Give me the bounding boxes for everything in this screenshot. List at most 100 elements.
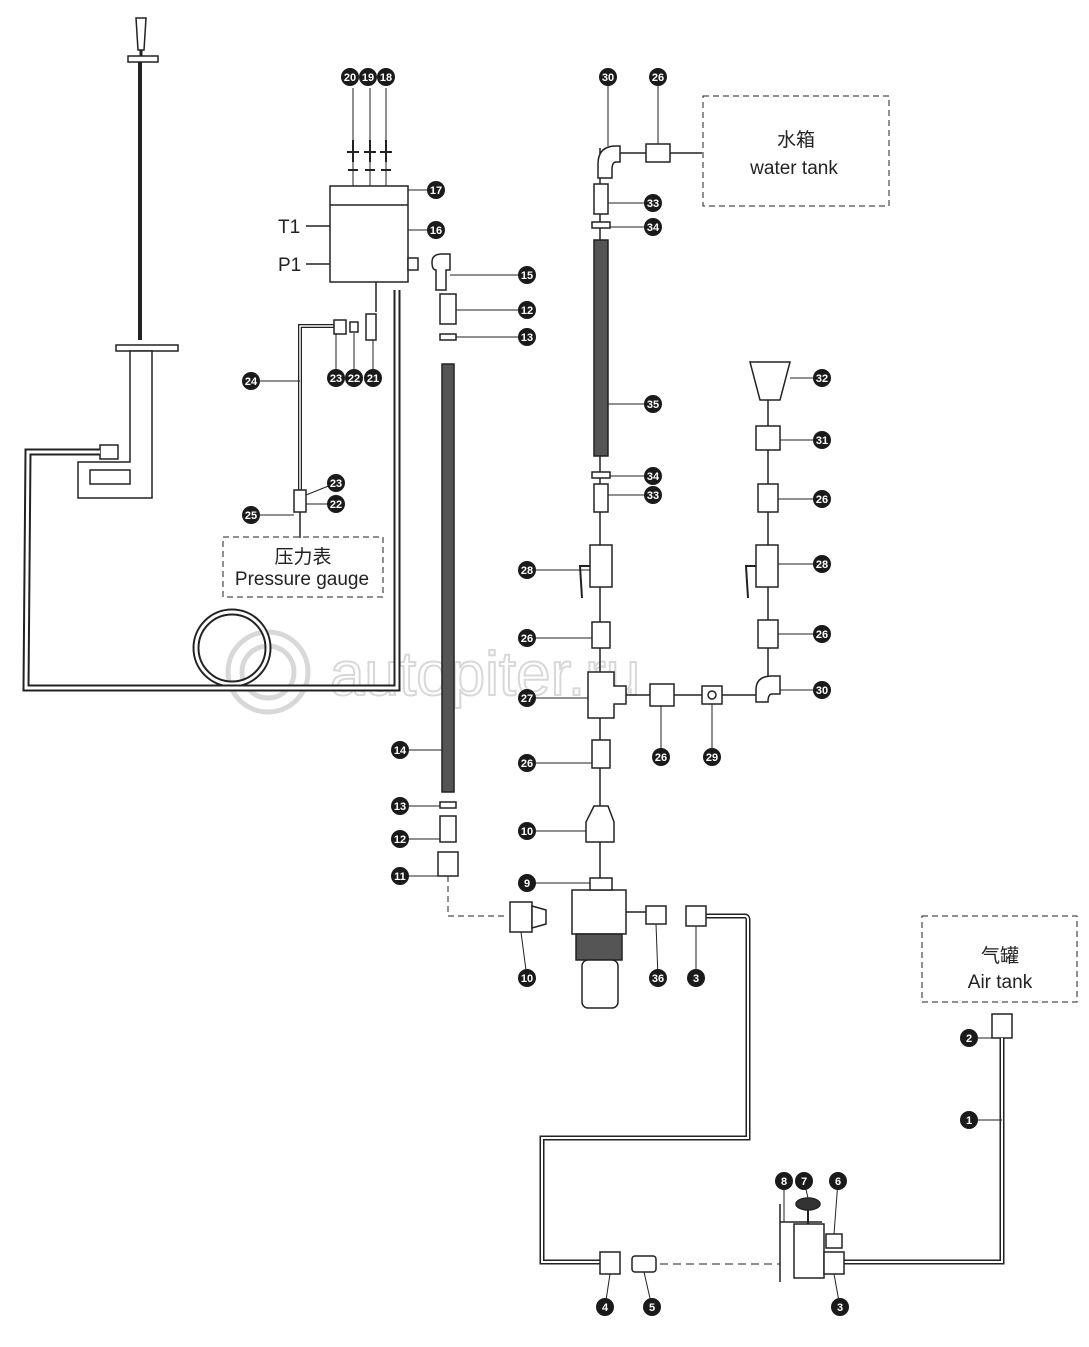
callout-number: 17: [430, 185, 442, 197]
callout-number: 29: [706, 752, 718, 764]
callout-circle: [644, 194, 662, 212]
callout-number: 7: [801, 1176, 807, 1188]
callout-circle: [327, 474, 345, 492]
callout-circle: [813, 490, 831, 508]
callout-number: 12: [521, 305, 533, 317]
callout-number: 35: [647, 399, 659, 411]
callout-number: 10: [521, 826, 533, 838]
callout-number: 5: [649, 1302, 655, 1314]
callout-circle: [242, 506, 260, 524]
callout-circle: [775, 1172, 793, 1190]
callout-number: 31: [816, 435, 828, 447]
callout-circle: [813, 431, 831, 449]
callout-number: 19: [362, 72, 374, 84]
callout-circle: [813, 681, 831, 699]
watermark: autopiter.ru: [225, 629, 641, 715]
callout-number: 18: [380, 72, 392, 84]
callout-circle: [391, 741, 409, 759]
callout-circle: [649, 68, 667, 86]
callout-number: 34: [647, 471, 660, 483]
callout-number: 34: [647, 222, 660, 234]
callout-number: 9: [524, 878, 530, 890]
callout-number: 3: [693, 973, 699, 985]
water-tank-cn-label: 水箱: [777, 129, 815, 151]
callout-number: 22: [348, 373, 360, 385]
callout-circle: [518, 629, 536, 647]
callout-number: 26: [521, 633, 533, 645]
callout-circle: [518, 822, 536, 840]
callout-circle: [391, 867, 409, 885]
callout-number: 26: [655, 752, 667, 764]
callout-circle: [644, 395, 662, 413]
callout-circle: [345, 369, 363, 387]
callout-circle: [377, 68, 395, 86]
callout-number: 11: [394, 871, 406, 883]
callout-circle: [327, 495, 345, 513]
callout-circle: [518, 754, 536, 772]
callout-circle: [518, 328, 536, 346]
callout-number: 15: [521, 270, 533, 282]
callout-circle: [644, 486, 662, 504]
callout-number: 22: [330, 499, 342, 511]
callout-number: 16: [430, 225, 442, 237]
callout-number: 21: [367, 373, 379, 385]
callout-circle: [391, 797, 409, 815]
callout-circle: [960, 1029, 978, 1047]
callout-circle: [644, 218, 662, 236]
callout-circle: [599, 68, 617, 86]
callout-number: 30: [816, 685, 828, 697]
callout-number: 33: [647, 490, 659, 502]
callout-number: 24: [245, 376, 258, 388]
callout-circle: [427, 181, 445, 199]
pressure-gauge-cn-label: 压力表: [274, 546, 331, 568]
callout-number: 26: [816, 629, 828, 641]
p1-label: P1: [278, 255, 301, 276]
callout-number: 32: [816, 373, 828, 385]
callout-number: 13: [521, 332, 533, 344]
callout-number: 26: [816, 494, 828, 506]
callout-circle: [518, 874, 536, 892]
callout-number: 27: [521, 693, 533, 705]
callout-circle: [518, 969, 536, 987]
callout-circle: [518, 689, 536, 707]
air-tank-cn-label: 气罐: [981, 945, 1019, 967]
callout-circle: [242, 372, 260, 390]
water-tank-en-label: water tank: [749, 158, 838, 179]
callout-number: 14: [394, 745, 407, 757]
callout-circle: [518, 301, 536, 319]
callout-circle: [364, 369, 382, 387]
callout-circle: [795, 1172, 813, 1190]
callout-circle: [341, 68, 359, 86]
callout-circle: [518, 561, 536, 579]
callout-number: 1: [966, 1115, 972, 1127]
callout-number: 23: [330, 478, 342, 490]
callout-number: 8: [781, 1176, 787, 1188]
callout-circle: [427, 221, 445, 239]
callout-number: 33: [647, 198, 659, 210]
callout-number: 26: [521, 758, 533, 770]
callout-circle: [327, 369, 345, 387]
callout-circle: [518, 266, 536, 284]
callout-circle: [703, 748, 721, 766]
callout-number: 28: [521, 565, 533, 577]
t1-label: T1: [278, 217, 300, 238]
callout-circle: [649, 969, 667, 987]
air-tank-en-label: Air tank: [968, 972, 1033, 993]
callout-number: 26: [652, 72, 664, 84]
callout-number: 23: [330, 373, 342, 385]
callout-number: 28: [816, 559, 828, 571]
callout-number: 13: [394, 801, 406, 813]
callout-number: 6: [835, 1176, 841, 1188]
callout-circle: [960, 1111, 978, 1129]
callout-number: 2: [966, 1033, 972, 1045]
callout-circle: [831, 1298, 849, 1316]
callout-circle: [813, 625, 831, 643]
callout-circle: [359, 68, 377, 86]
callout-number: 36: [652, 973, 664, 985]
callout-number: 12: [394, 834, 406, 846]
callout-leader-line: [655, 923, 659, 979]
callout-circle: [391, 830, 409, 848]
callout-number: 4: [602, 1302, 609, 1314]
